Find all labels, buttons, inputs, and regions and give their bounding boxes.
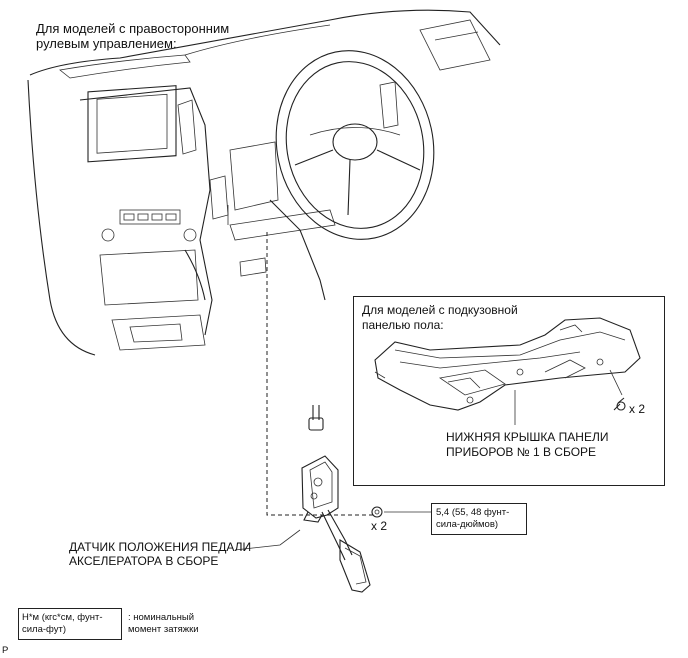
inset-title-line2: панелью пола: [362, 318, 444, 332]
legend-desc-line2: момент затяжки [128, 624, 199, 635]
sensor-label-line1: ДАТЧИК ПОЛОЖЕНИЯ ПЕДАЛИ [69, 540, 252, 554]
dashboard-drawing [27, 9, 501, 356]
nut-drawing [371, 506, 383, 518]
legend-box [18, 608, 122, 640]
inset-part-label-line1: НИЖНЯЯ КРЫШКА ПАНЕЛИ [446, 430, 609, 444]
torque-line2: сила-дюймов) [436, 519, 499, 530]
header-note-line2: рулевым управлением: [36, 36, 177, 51]
inset-panel [353, 296, 665, 486]
inset-title-line1: Для моделей с подкузовной [362, 303, 518, 317]
legend-box-line1: Н*м (кгс*см, фунт- [22, 612, 103, 623]
sensor-label-line2: АКСЕЛЕРАТОРА В СБОРЕ [69, 554, 219, 568]
sensor-leader [234, 529, 301, 551]
accelerator-pedal-drawing [301, 405, 371, 593]
inset-part-label-line2: ПРИБОРОВ № 1 В СБОРЕ [446, 445, 597, 459]
torque-line1: 5,4 (55, 48 фунт- [436, 507, 510, 518]
leader-dashed [266, 232, 375, 516]
inset-bolt-count: x 2 [629, 402, 646, 416]
legend-box-line2: сила-фут) [22, 624, 67, 635]
header-note-line1: Для моделей с правосторонним [36, 21, 230, 36]
torque-box [431, 503, 527, 535]
lower-cover-drawing [374, 317, 641, 425]
nut-count: x 2 [371, 519, 388, 533]
legend-desc-line1: : номинальный [128, 612, 195, 623]
corner-mark: P [2, 645, 9, 656]
